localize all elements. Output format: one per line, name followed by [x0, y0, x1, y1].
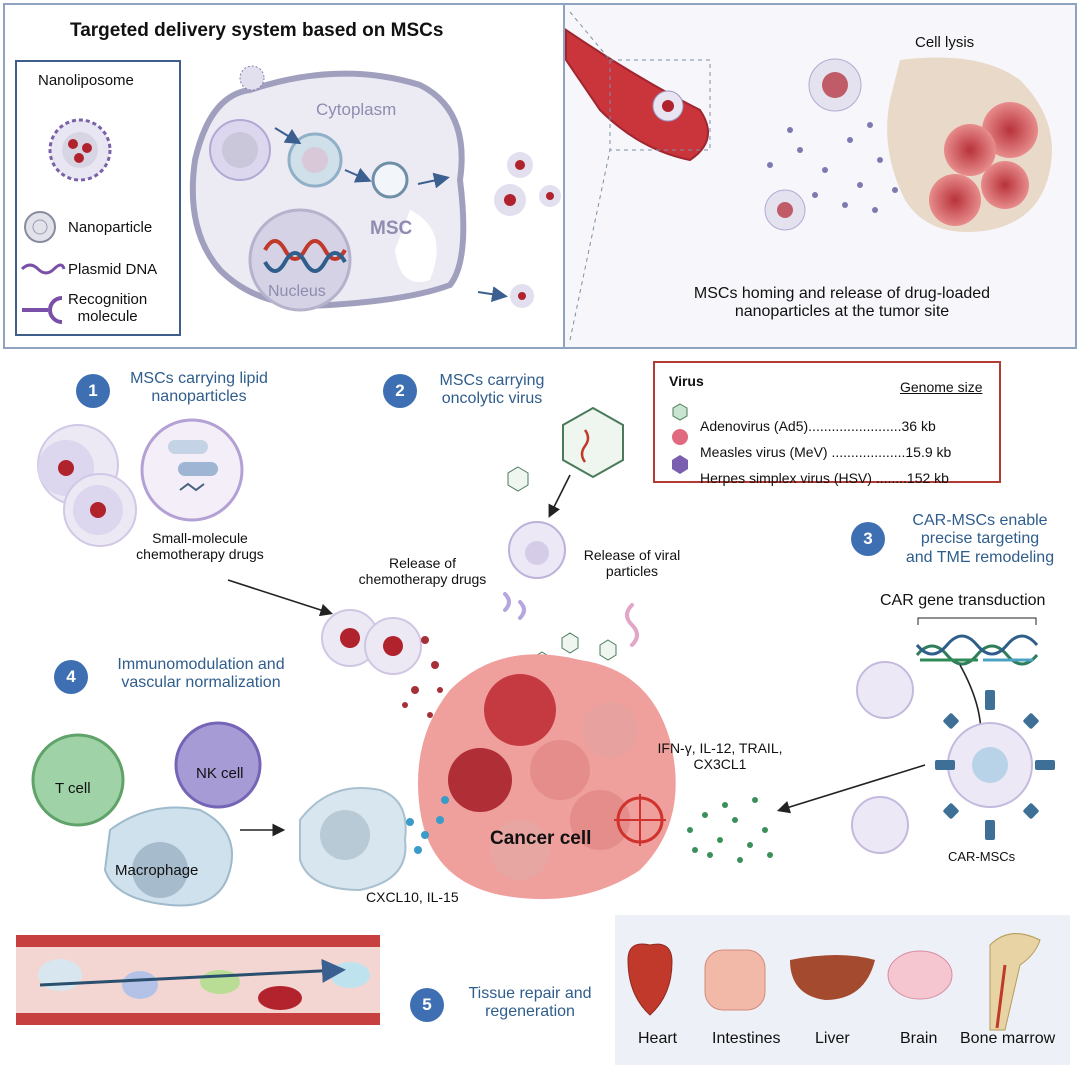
organ-bone-marrow-label: Bone marrow — [960, 1030, 1056, 1047]
oncolytic-virus-msc — [503, 406, 639, 673]
drug-loaded-mscs — [321, 609, 443, 718]
heart-icon — [627, 943, 673, 1016]
top-panel-title: Targeted delivery system based on MSCs — [70, 20, 444, 41]
intestines-icon — [704, 949, 766, 1011]
macrophage-label: Macrophage — [115, 862, 199, 879]
organ-liver-label: Liver — [815, 1030, 850, 1047]
virus-row-measles: Measles virus (MeV) ...................1… — [700, 444, 952, 460]
section-1-label: MSCs carrying lipid nanoparticles — [130, 370, 268, 406]
legend-nanoparticle: Nanoparticle — [68, 219, 153, 236]
t-cell-shape — [31, 733, 125, 827]
msc-label: MSC — [370, 218, 413, 239]
cancer-cell-label: Cancer cell — [490, 828, 592, 849]
organ-intestines-label: Intestines — [712, 1030, 781, 1047]
section-1-badge: 1 — [76, 374, 110, 408]
homing-caption: MSCs homing and release of drug-loaded n… — [693, 285, 991, 321]
measles-icon — [672, 429, 688, 445]
release-viral-label: Release of viral particles — [583, 547, 681, 580]
section-4-badge: 4 — [54, 660, 88, 694]
organ-brain-label: Brain — [900, 1030, 938, 1047]
section-2-badge: 2 — [383, 374, 417, 408]
cytoplasm-label: Cytoplasm — [316, 100, 397, 119]
cxcl-label: CXCL10, IL-15 — [366, 889, 459, 905]
nanoparticle-icon — [24, 211, 56, 243]
car-mscs-label: CAR-MSCs — [948, 849, 1016, 864]
section-5-badge: 5 — [410, 988, 444, 1022]
brain-icon — [887, 950, 953, 1000]
nucleus-label: Nucleus — [268, 283, 326, 300]
hsv-icon — [672, 455, 688, 474]
nanoliposome-icon — [48, 118, 112, 182]
immune-cells — [31, 721, 449, 907]
legend-box — [15, 60, 181, 336]
msc-cell — [189, 70, 508, 312]
section-5-label: Tissue repair and regeneration — [468, 985, 592, 1021]
cell-lysis-label: Cell lysis — [915, 34, 975, 51]
section-2-label: MSCs carrying oncolytic virus — [439, 372, 545, 408]
blood-vessel-bottom — [16, 935, 380, 1025]
blood-vessel — [565, 11, 711, 341]
released-nanoparticles — [239, 65, 561, 308]
nk-cell-shape — [174, 721, 262, 809]
car-msc-artwork — [687, 617, 1055, 863]
nk-cell-label: NK cell — [196, 765, 244, 782]
virus-table-title: Virus — [669, 373, 704, 389]
release-chemo-label: Release of chemotherapy drugs — [358, 555, 487, 588]
section-4-label: Immunomodulation and vascular normalizat… — [117, 656, 285, 692]
t-cell-label: T cell — [55, 780, 91, 797]
cancer-cell-cluster — [418, 654, 676, 900]
lipid-nanoparticle-msc — [37, 418, 334, 617]
organ-heart-label: Heart — [638, 1030, 678, 1047]
legend-plasmid: Plasmid DNA — [68, 261, 158, 278]
recognition-molecule-icon — [22, 296, 63, 324]
small-molecule-label: Small-molecule chemotherapy drugs — [136, 530, 264, 563]
virus-row-hsv: Herpes simplex virus (HSV) ........152 k… — [700, 470, 949, 486]
section-3-label: CAR-MSCs enable precise targeting and TM… — [905, 512, 1055, 566]
bone-marrow-icon — [989, 933, 1041, 1031]
virus-table-column: Genome size — [900, 379, 983, 395]
virus-row-adenovirus: Adenovirus (Ad5)........................… — [700, 418, 936, 434]
legend-title: Nanoliposome — [38, 72, 134, 89]
car-gene-label: CAR gene transduction — [880, 592, 1046, 609]
tumor-site-top — [764, 57, 1052, 232]
section-3-badge: 3 — [851, 522, 885, 556]
liver-icon — [790, 955, 875, 1000]
legend-recognition: Recognition molecule — [68, 291, 148, 326]
adenovirus-icon — [672, 403, 688, 421]
organ-icons — [627, 933, 1041, 1031]
cytokines-label: IFN-γ, IL-12, TRAIL, CX3CL1 — [657, 740, 783, 773]
virus-table-frame — [653, 361, 1001, 483]
plasmid-dna-icon — [20, 263, 66, 275]
